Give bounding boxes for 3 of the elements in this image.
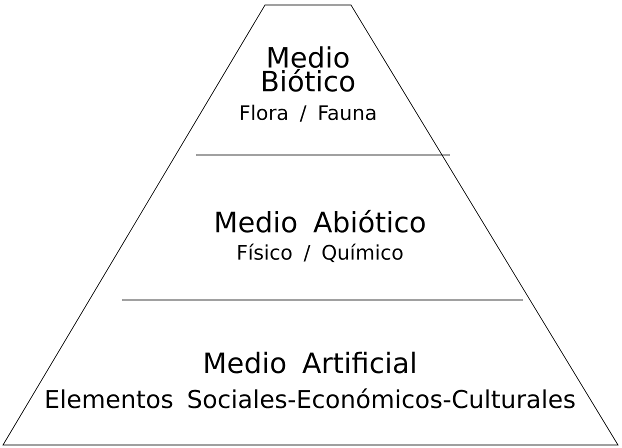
layer-text: Medio Biótico Flora / Fauna	[240, 46, 376, 122]
layer-text: Medio Abiótico Físico / Químico	[216, 210, 425, 262]
layer-text: Medio Artificial Elementos Sociales-Económicos-Culturales	[46, 352, 575, 408]
